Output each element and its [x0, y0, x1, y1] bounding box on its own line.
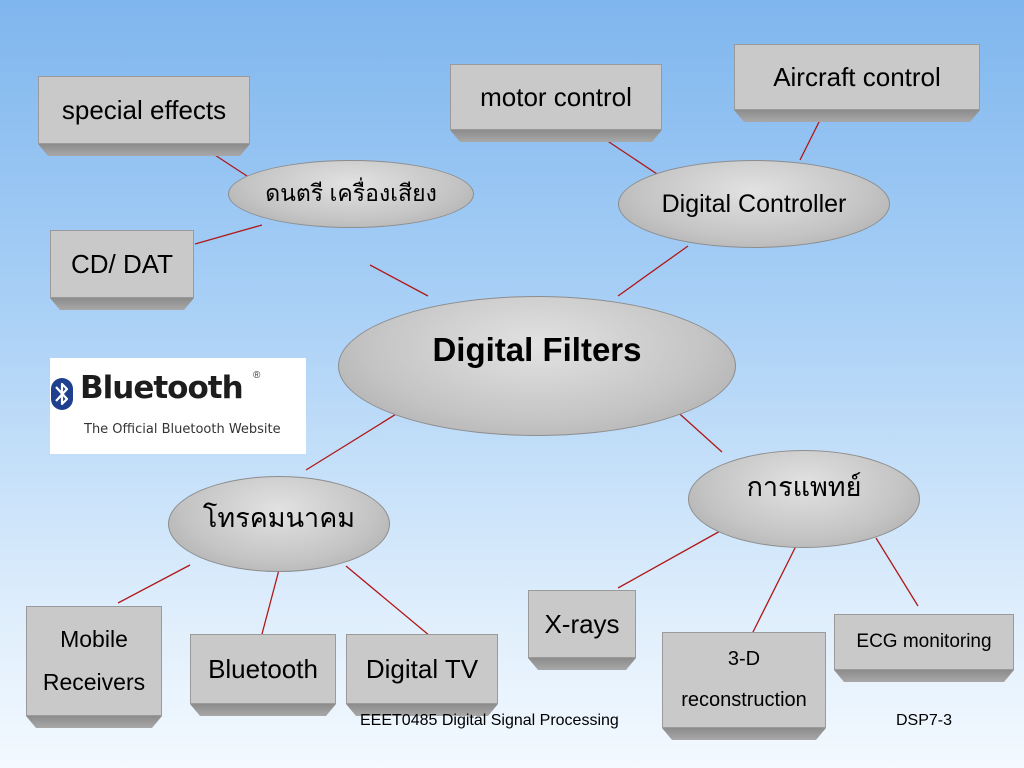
bluetooth-logo-registered-mark: ®	[253, 370, 261, 381]
footer-page-number: DSP7-3	[896, 712, 953, 729]
special-effects-label: special effects	[61, 94, 227, 125]
cd-dat-label: CD/ DAT	[70, 248, 174, 279]
mobile-receivers-label-1: Mobile	[60, 626, 128, 653]
digital-filters-label: Digital Filters	[432, 331, 642, 368]
medical-label: การแพทย์	[746, 471, 862, 502]
digital-tv-label: Digital TV	[365, 653, 479, 684]
connector-line	[875, 537, 919, 607]
connector-line	[117, 564, 191, 604]
motor-control-label: motor control	[480, 81, 632, 112]
digital-controller-label: Digital Controller	[661, 189, 847, 218]
music-audio-hub: ดนตรี เครื่องเสียง	[228, 160, 474, 228]
footer-course: EEET0485 Digital Signal Processing	[360, 712, 619, 729]
xrays-label: X-rays	[544, 608, 620, 639]
reconstruction-label-1: 3-D	[727, 648, 761, 670]
telecom-hub: โทรคมนาคม	[168, 476, 390, 572]
connector-line	[369, 264, 429, 297]
motor-control-box: motor control	[450, 64, 662, 130]
music-audio-label: ดนตรี เครื่องเสียง	[265, 180, 437, 206]
connector-line	[194, 224, 263, 245]
bluetooth-rune-icon	[51, 378, 73, 410]
special-effects-box: special effects	[38, 76, 250, 144]
connector-line	[751, 537, 801, 635]
medical-hub: การแพทย์	[688, 450, 920, 548]
xrays-box: X-rays	[528, 590, 636, 658]
reconstruction-label-2: reconstruction	[681, 689, 807, 711]
connector-line	[261, 565, 281, 635]
bluetooth-box: Bluetooth	[190, 634, 336, 704]
bluetooth-logo-tagline: The Official Bluetooth Website	[84, 422, 281, 437]
connector-line	[617, 529, 723, 589]
mobile-receivers-box: Mobile Receivers	[26, 606, 162, 716]
connector-line	[617, 245, 689, 297]
bluetooth-label: Bluetooth	[208, 653, 318, 684]
telecom-label: โทรคมนาคม	[202, 502, 356, 533]
digital-filters-center: Digital Filters	[338, 296, 736, 436]
ecg-monitoring-label: ECG monitoring	[856, 631, 992, 653]
cd-dat-box: CD/ DAT	[50, 230, 194, 298]
mobile-receivers-label-2: Receivers	[42, 669, 146, 695]
bluetooth-logo-wordmark: Bluetooth	[80, 370, 244, 406]
digital-controller-hub: Digital Controller	[618, 160, 890, 248]
digital-tv-box: Digital TV	[346, 634, 498, 704]
connector-line	[345, 565, 431, 637]
reconstruction-box: 3-D reconstruction	[662, 632, 826, 728]
bluetooth-logo: Bluetooth ® The Official Bluetooth Websi…	[50, 358, 306, 454]
aircraft-control-label: Aircraft control	[773, 61, 941, 92]
aircraft-control-box: Aircraft control	[734, 44, 980, 110]
ecg-monitoring-box: ECG monitoring	[834, 614, 1014, 670]
